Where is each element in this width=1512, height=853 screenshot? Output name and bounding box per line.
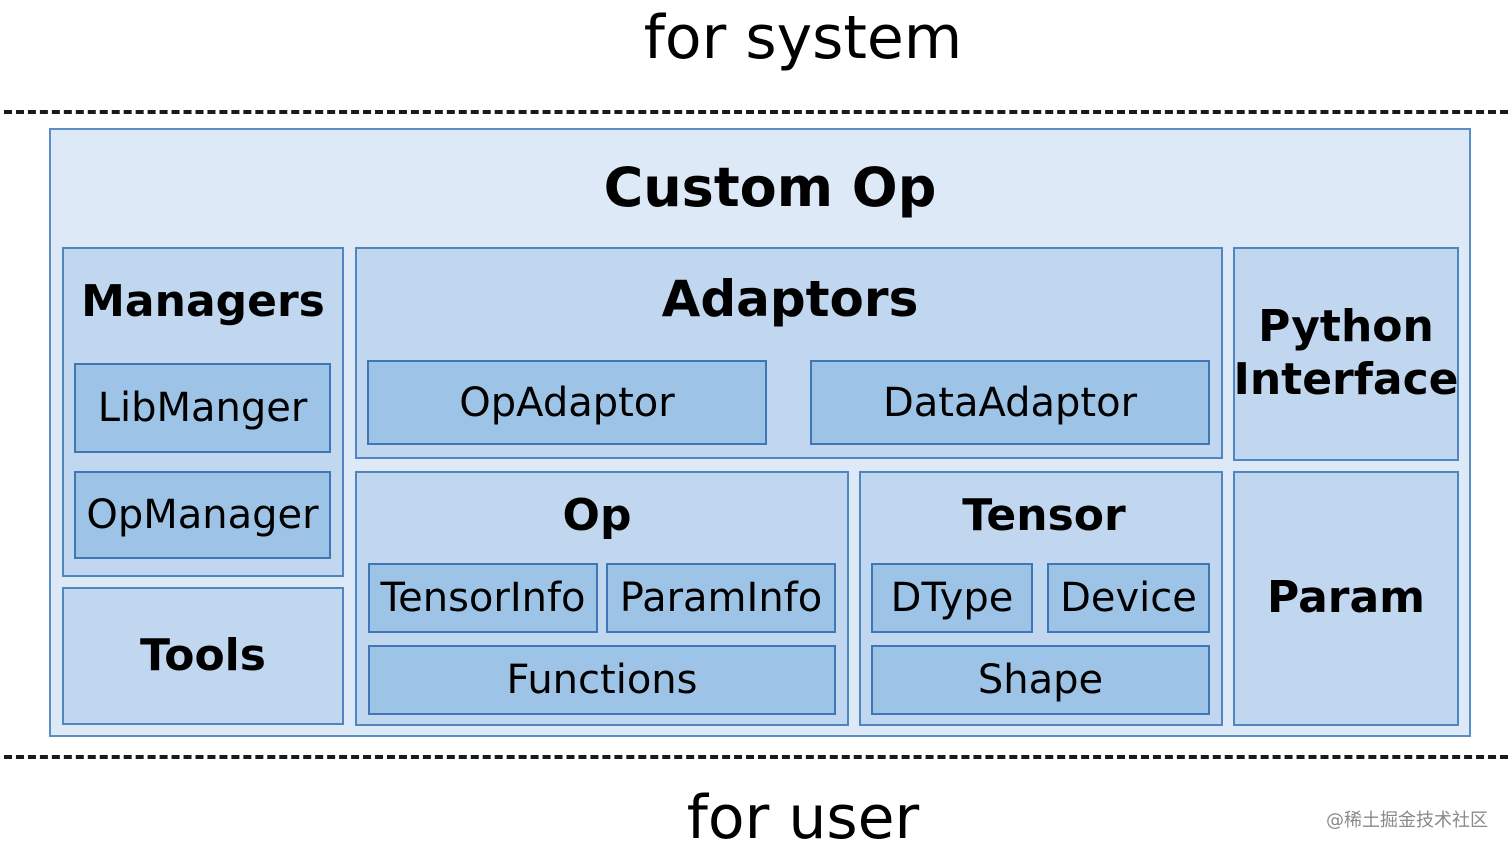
managers-title: Managers (81, 275, 325, 327)
watermark: @稀土掘金技术社区 (1326, 810, 1488, 831)
tensorinfo-box: TensorInfo (368, 563, 598, 633)
adaptors-title: Adaptors (661, 270, 919, 328)
dtype-box: DType (871, 563, 1033, 633)
libmanger-box: LibManger (74, 363, 331, 453)
top-divider (4, 110, 1508, 114)
paraminfo-box: ParamInfo (606, 563, 836, 633)
device-box: Device (1047, 563, 1210, 633)
python-interface-box: Python Interface (1233, 247, 1459, 461)
python-interface-line2: Interface (1233, 354, 1459, 405)
dataadaptor-box: DataAdaptor (810, 360, 1210, 445)
op-title: Op (562, 489, 632, 541)
opadaptor-box: OpAdaptor (367, 360, 767, 445)
opmanager-box: OpManager (74, 471, 331, 559)
top-label: for system (643, 3, 963, 73)
param-box: Param (1233, 471, 1459, 726)
bottom-label: for user (686, 783, 920, 853)
bottom-divider (4, 755, 1508, 759)
python-interface-line1: Python (1258, 301, 1434, 353)
shape-box: Shape (871, 645, 1210, 715)
tensor-title: Tensor (962, 489, 1126, 541)
functions-box: Functions (368, 645, 836, 715)
tools-box: Tools (62, 587, 344, 725)
custom-op-title: Custom Op (603, 155, 937, 219)
